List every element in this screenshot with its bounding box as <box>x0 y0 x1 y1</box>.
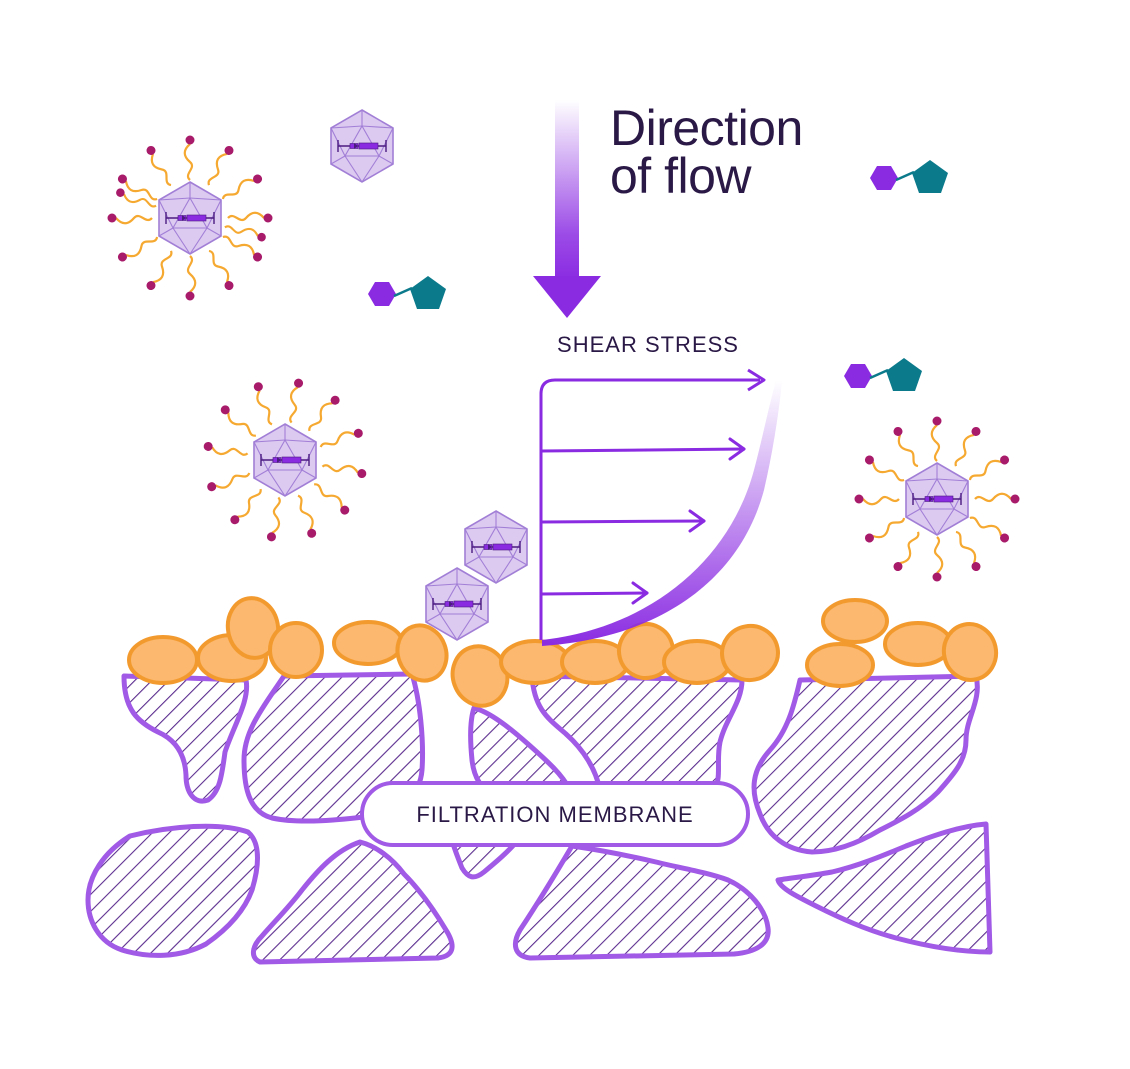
membrane-particle <box>121 673 250 804</box>
flow-title-line1: Direction <box>610 100 803 156</box>
velocity-profile-curve <box>542 380 782 646</box>
virus-capsid-icon <box>330 109 394 183</box>
velocity-arrows <box>539 437 746 605</box>
flow-title-line2: of flow <box>610 148 752 204</box>
foulant-particle <box>395 623 449 683</box>
membrane-particle <box>85 823 260 958</box>
virus-capsid-icon <box>464 510 528 584</box>
membrane-label: FILTRATION MEMBRANE <box>360 781 750 847</box>
foulant-particle <box>332 620 404 666</box>
foulant-particle <box>499 639 571 685</box>
hexagon-pentagon-molecule-icon <box>366 274 448 311</box>
membrane-particle <box>449 837 521 880</box>
flow-arrow-icon <box>533 100 601 318</box>
foulant-particle <box>805 642 875 688</box>
foulant-particle <box>883 621 953 667</box>
foulant-particle <box>720 623 780 683</box>
foulant-particle <box>127 635 199 685</box>
membrane-particle <box>775 821 993 955</box>
membrane-particle <box>241 671 425 824</box>
fouling-layer <box>127 596 999 708</box>
pegylated-nanoparticle-icon <box>201 376 369 544</box>
membrane-label-text: FILTRATION MEMBRANE <box>416 802 693 827</box>
foulant-particle <box>268 621 324 679</box>
membrane-particle <box>529 673 745 793</box>
foulant-particle <box>821 598 889 644</box>
shear-profile: SHEAR STRESS <box>539 332 782 646</box>
shear-stress-label: SHEAR STRESS <box>557 332 739 357</box>
hexagon-pentagon-molecule-icon <box>842 356 924 393</box>
shear-axis <box>539 378 760 640</box>
arrow-head-icon <box>747 368 766 392</box>
filtration-membrane <box>85 671 993 965</box>
foulant-particle <box>941 622 999 682</box>
foulant-particle <box>662 639 732 685</box>
membrane-particle <box>251 839 455 965</box>
membrane-particle <box>751 673 980 855</box>
hexagon-pentagon-molecule-icon <box>868 158 950 195</box>
membrane-particle <box>512 843 771 961</box>
pegylated-nanoparticle-icon <box>106 134 274 302</box>
foulant-particle <box>225 596 281 660</box>
pegylated-nanoparticle-icon <box>853 415 1021 583</box>
